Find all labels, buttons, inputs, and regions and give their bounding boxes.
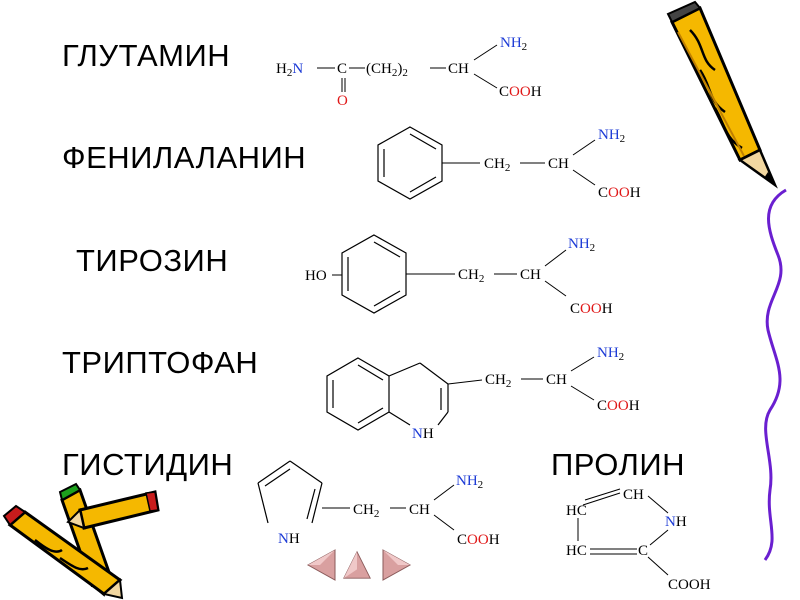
structure-histidine: NH CH2 CH NH2 COOH [257, 460, 500, 548]
pencils-icon [2, 482, 160, 600]
svg-text:C: C [337, 61, 347, 77]
label-tyrosine: ТИРОЗИН [76, 243, 229, 278]
svg-text:H2N: H2N [276, 61, 303, 79]
svg-text:NH2: NH2 [598, 127, 625, 145]
svg-text:COOH: COOH [457, 532, 500, 548]
svg-text:COOH: COOH [598, 185, 641, 201]
svg-text:(CH2)2: (CH2)2 [366, 61, 408, 79]
svg-text:HO: HO [305, 268, 327, 284]
svg-text:CH: CH [623, 487, 644, 503]
svg-text:NH: NH [278, 531, 300, 547]
label-histidine: ГИСТИДИН [62, 447, 234, 482]
structure-tyrosine: HO CH2 CH NH2 COOH [305, 234, 613, 317]
svg-text:C: C [638, 543, 648, 559]
ribbon-decoration [763, 188, 787, 561]
structure-glutamine: H2N C O (CH2)2 CH NH2 COOH [276, 35, 542, 109]
label-phenylalanine: ФЕНИЛАЛАНИН [62, 140, 307, 175]
svg-text:COOH: COOH [570, 301, 613, 317]
svg-text:CH: CH [548, 156, 569, 172]
svg-text:CH: CH [448, 61, 469, 77]
label-glutamine: ГЛУТАМИН [62, 38, 231, 73]
svg-text:CH2: CH2 [353, 502, 379, 520]
svg-text:NH2: NH2 [456, 473, 483, 491]
svg-text:CH: CH [520, 267, 541, 283]
svg-text:COOH: COOH [668, 577, 711, 593]
structure-proline: CH HC NH HC C COOH [566, 487, 711, 593]
arrow-left-icon[interactable] [306, 548, 336, 582]
label-proline: ПРОЛИН [551, 447, 686, 482]
svg-text:NH2: NH2 [597, 345, 624, 363]
structure-phenylalanine: CH2 CH NH2 COOH [377, 126, 641, 201]
pencil-icon [666, 0, 778, 189]
svg-text:COOH: COOH [499, 84, 542, 100]
svg-text:CH2: CH2 [484, 156, 510, 174]
svg-text:CH: CH [409, 502, 430, 518]
svg-text:NH2: NH2 [500, 35, 527, 53]
svg-text:CH2: CH2 [458, 267, 484, 285]
svg-text:O: O [337, 93, 348, 109]
svg-text:HC: HC [566, 543, 587, 559]
svg-text:NH: NH [665, 514, 687, 530]
arrow-right-icon[interactable] [382, 548, 412, 582]
svg-text:COOH: COOH [597, 398, 640, 414]
svg-text:CH: CH [546, 372, 567, 388]
svg-text:NH: NH [412, 426, 434, 442]
svg-text:CH2: CH2 [485, 372, 511, 390]
svg-text:HC: HC [566, 503, 587, 519]
svg-text:NH2: NH2 [568, 236, 595, 254]
arrow-up-icon[interactable] [342, 548, 372, 582]
label-tryptophan: ТРИПТОФАН [62, 345, 259, 380]
structure-tryptophan: NH CH2 CH NH2 COOH [326, 345, 640, 442]
